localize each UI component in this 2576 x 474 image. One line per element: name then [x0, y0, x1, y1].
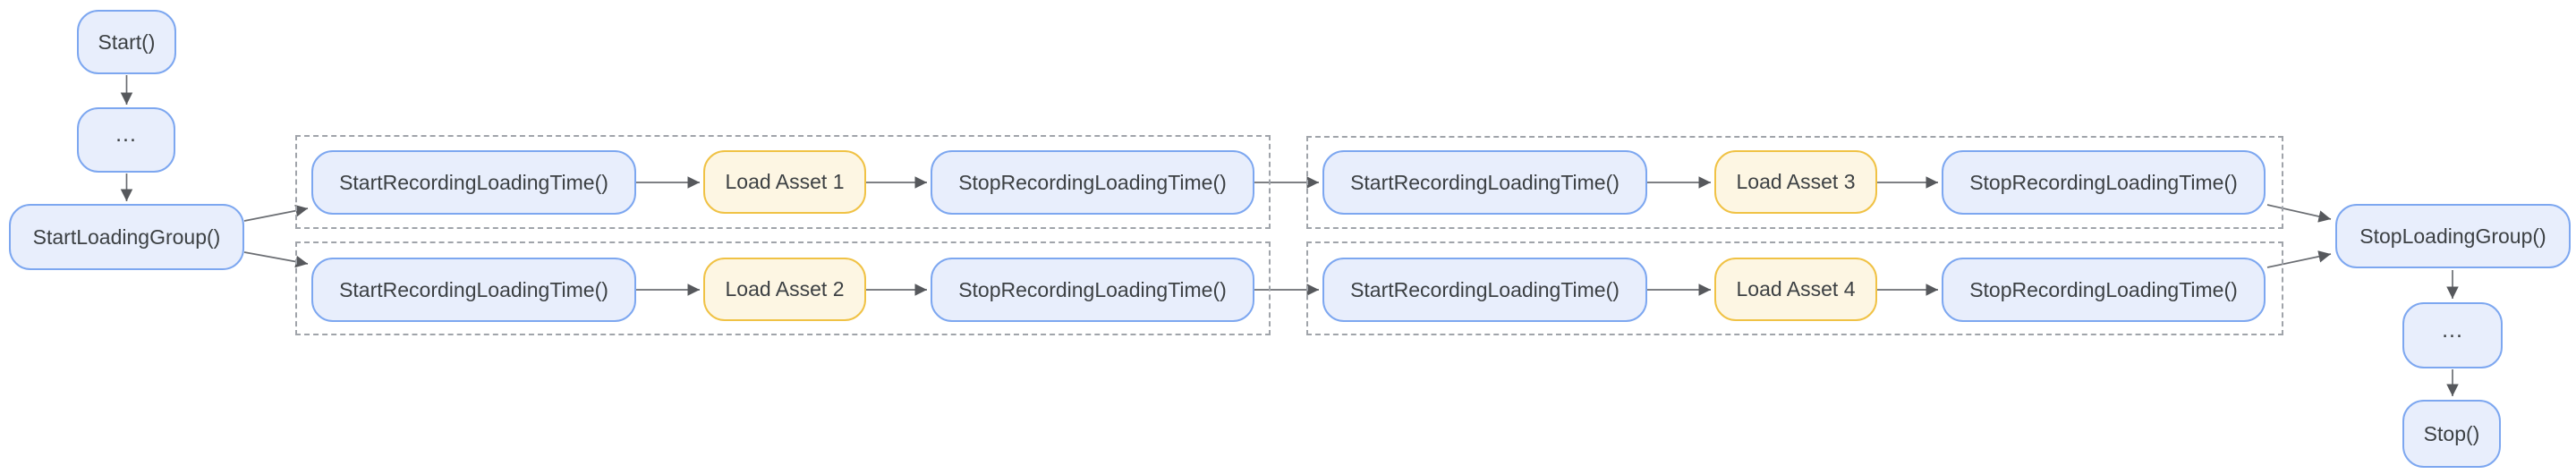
- node-load-asset-4: Load Asset 4: [1714, 258, 1877, 321]
- node-start: Start(): [77, 10, 176, 74]
- node-stop-loading-group: StopLoadingGroup(): [2335, 204, 2571, 268]
- node-load-asset-3: Load Asset 3: [1714, 150, 1877, 214]
- node-start-recording-g2r2: StartRecordingLoadingTime(): [1322, 258, 1647, 322]
- node-stop-recording-g2r1: StopRecordingLoadingTime(): [1942, 150, 2266, 215]
- node-stop: Stop(): [2402, 400, 2501, 468]
- ellipsis-top-label: ...: [115, 122, 137, 147]
- node-stop-recording-g1r1: StopRecordingLoadingTime(): [931, 150, 1254, 215]
- node-start-loading-group: StartLoadingGroup(): [9, 204, 244, 270]
- node-stop-recording-g2r2: StopRecordingLoadingTime(): [1942, 258, 2266, 322]
- node-start-recording-g1r2: StartRecordingLoadingTime(): [311, 258, 636, 322]
- node-start-recording-g2r1: StartRecordingLoadingTime(): [1322, 150, 1647, 215]
- node-ellipsis-bottom: ...: [2402, 302, 2503, 368]
- node-load-asset-1: Load Asset 1: [703, 150, 866, 214]
- node-stop-recording-g1r2: StopRecordingLoadingTime(): [931, 258, 1254, 322]
- node-load-asset-2: Load Asset 2: [703, 258, 866, 321]
- ellipsis-bottom-label: ...: [2442, 317, 2463, 343]
- node-ellipsis-top: ...: [77, 107, 175, 173]
- loading-group-1-row-2-frame: [295, 241, 1271, 335]
- node-start-recording-g1r1: StartRecordingLoadingTime(): [311, 150, 636, 215]
